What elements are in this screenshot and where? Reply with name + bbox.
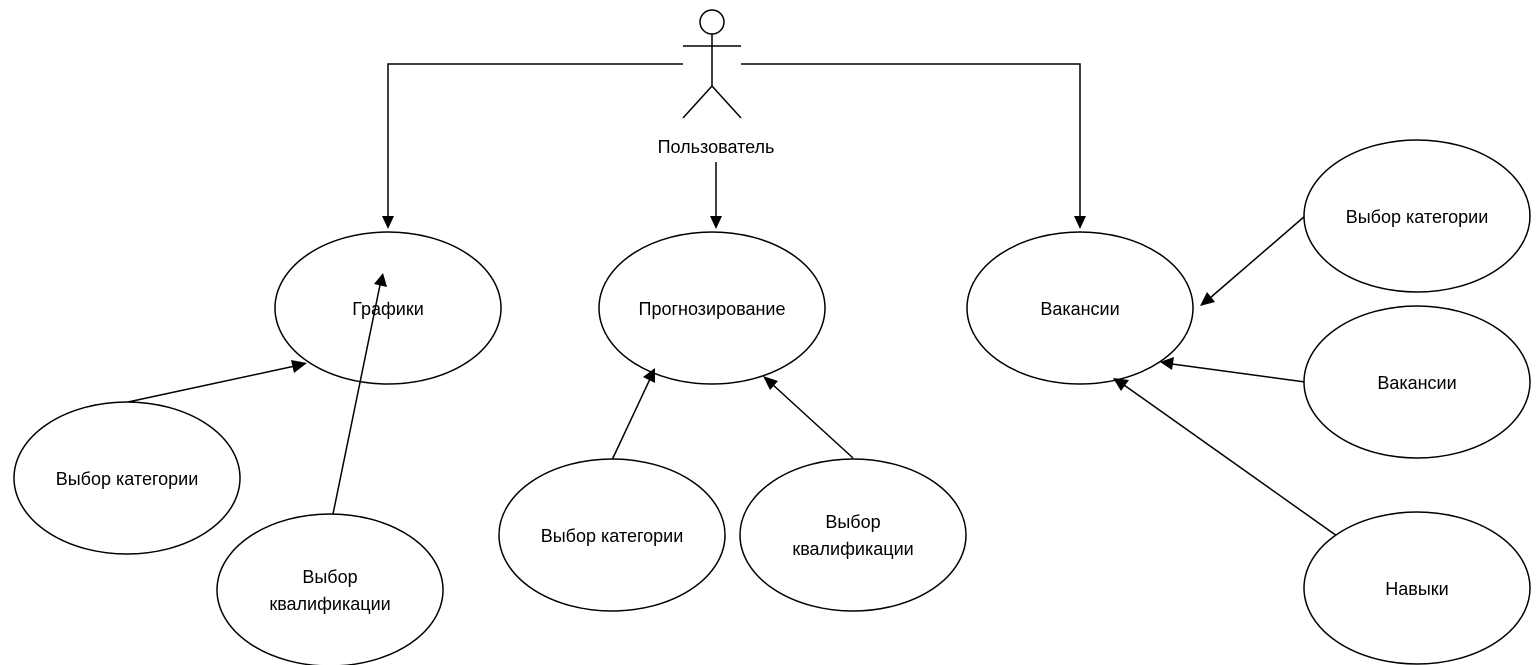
sub-case-forecast-category-shape — [498, 458, 726, 612]
sub-case-vac-category-shape — [1303, 139, 1531, 293]
actor-left-leg — [682, 85, 713, 119]
sub-case-graphs-category-shape — [13, 401, 241, 555]
arrowhead-forecast-category — [643, 368, 655, 383]
edge-forecast-qual — [771, 383, 854, 459]
sub-case-forecast-category-label: Выбор категории — [541, 526, 684, 546]
arrowhead-vacancies — [1074, 216, 1086, 229]
use-case-forecast-label: Прогнозирование — [639, 299, 786, 319]
arrowhead-vac-category — [1200, 292, 1215, 306]
sub-case-vac-vacancies-shape — [1303, 305, 1531, 459]
use-case-vacancies-shape — [966, 231, 1194, 385]
arrowhead-forecast-qual — [763, 376, 778, 390]
arrowhead-vac-skills — [1113, 378, 1129, 391]
edge-graphs-qual — [332, 284, 381, 515]
edge-graphs-category — [127, 365, 296, 403]
sub-case-vac-skills-label: Навыки — [1385, 579, 1448, 599]
sub-case-vac-skills-shape — [1303, 511, 1531, 665]
sub-case-graphs-qualification-shape — [216, 513, 444, 665]
actor-right-leg — [711, 85, 742, 119]
actor-label: Пользователь — [658, 137, 775, 157]
arrowhead-graphs-qual — [374, 273, 387, 287]
edge-actor-to-graphs — [387, 63, 683, 218]
sub-case-vac-category-label: Выбор категории — [1346, 207, 1489, 227]
arrowhead-vac-vacancies — [1160, 357, 1174, 370]
sub-case-graphs-qualification-line2: квалификации — [269, 594, 390, 614]
arrowhead-graphs-category — [291, 360, 307, 373]
edge-actor-to-vacancies — [741, 63, 1081, 218]
use-case-vacancies: Вакансии — [966, 231, 1194, 385]
sub-case-vac-skills: Навыки — [1303, 511, 1531, 665]
actor-user — [682, 9, 742, 119]
sub-case-forecast-qualification: Выбор квалификации — [739, 458, 967, 612]
use-case-forecast: Прогнозирование — [598, 231, 826, 385]
arrowhead-forecast — [710, 216, 722, 229]
sub-case-vac-vacancies-label: Вакансии — [1377, 373, 1456, 393]
sub-case-forecast-category: Выбор категории — [498, 458, 726, 612]
arrowhead-graphs — [382, 216, 394, 229]
actor-head — [699, 9, 725, 35]
use-case-vacancies-label: Вакансии — [1040, 299, 1119, 319]
sub-case-graphs-category-label: Выбор категории — [56, 469, 199, 489]
edge-forecast-category — [611, 378, 651, 461]
sub-case-forecast-qualification-line1: Выбор — [825, 512, 880, 532]
sub-case-graphs-qualification: Выбор квалификации — [216, 513, 444, 665]
edge-vac-skills — [1123, 384, 1338, 537]
sub-case-forecast-qualification-line2: квалификации — [792, 539, 913, 559]
sub-case-graphs-qualification-line1: Выбор — [302, 567, 357, 587]
use-case-graphs-shape — [274, 231, 502, 385]
use-case-graphs-label: Графики — [352, 299, 424, 319]
sub-case-graphs-category: Выбор категории — [13, 401, 241, 555]
edge-vac-category — [1209, 215, 1306, 299]
sub-case-vac-vacancies: Вакансии — [1303, 305, 1531, 459]
sub-case-vac-category: Выбор категории — [1303, 139, 1531, 293]
sub-case-forecast-qualification-shape — [739, 458, 967, 612]
edge-vac-vacancies — [1171, 363, 1306, 383]
use-case-graphs: Графики — [274, 231, 502, 385]
use-case-forecast-shape — [598, 231, 826, 385]
